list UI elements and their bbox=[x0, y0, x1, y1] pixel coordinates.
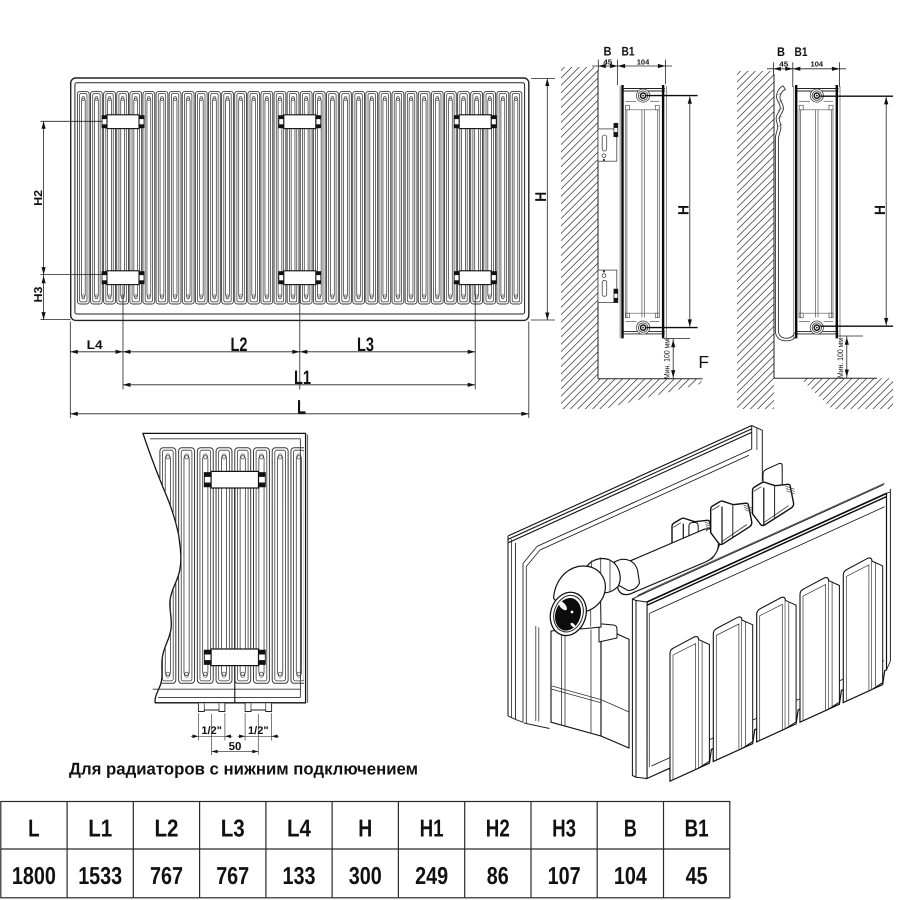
svg-text:H3: H3 bbox=[33, 287, 45, 303]
svg-text:Мин. 100 мм: Мин. 100 мм bbox=[836, 338, 845, 378]
svg-text:H: H bbox=[872, 205, 889, 215]
svg-text:104: 104 bbox=[614, 863, 647, 890]
svg-text:1800: 1800 bbox=[12, 863, 56, 890]
svg-text:F: F bbox=[698, 352, 709, 372]
svg-text:B: B bbox=[604, 44, 612, 58]
svg-text:86: 86 bbox=[487, 863, 509, 890]
svg-text:767: 767 bbox=[150, 863, 183, 890]
svg-text:249: 249 bbox=[415, 863, 448, 890]
svg-text:L4: L4 bbox=[287, 815, 311, 842]
svg-text:H1: H1 bbox=[420, 815, 444, 842]
svg-text:H: H bbox=[358, 815, 372, 842]
svg-text:300: 300 bbox=[349, 863, 382, 890]
svg-text:L3: L3 bbox=[221, 815, 245, 842]
svg-text:L: L bbox=[28, 815, 40, 842]
svg-text:H2: H2 bbox=[486, 815, 510, 842]
svg-text:B1: B1 bbox=[622, 44, 635, 58]
svg-text:104: 104 bbox=[811, 60, 824, 69]
svg-text:1533: 1533 bbox=[78, 863, 122, 890]
svg-text:133: 133 bbox=[283, 863, 316, 890]
svg-text:104: 104 bbox=[637, 58, 650, 67]
svg-text:45: 45 bbox=[686, 863, 708, 890]
svg-text:H: H bbox=[676, 205, 693, 215]
svg-text:45: 45 bbox=[603, 58, 612, 67]
svg-text:L1: L1 bbox=[88, 815, 112, 842]
svg-text:H3: H3 bbox=[552, 815, 576, 842]
svg-text:L3: L3 bbox=[357, 334, 374, 356]
svg-text:B1: B1 bbox=[795, 45, 808, 59]
svg-text:107: 107 bbox=[548, 863, 581, 890]
svg-text:L1: L1 bbox=[294, 367, 311, 389]
svg-text:L: L bbox=[297, 396, 306, 418]
svg-text:L2: L2 bbox=[155, 815, 179, 842]
svg-text:L2: L2 bbox=[231, 334, 248, 356]
svg-text:767: 767 bbox=[216, 863, 249, 890]
svg-text:Мин. 100 мм: Мин. 100 мм bbox=[663, 339, 672, 379]
svg-text:H: H bbox=[533, 192, 550, 202]
svg-text:B1: B1 bbox=[685, 815, 709, 842]
svg-text:H2: H2 bbox=[33, 190, 45, 206]
svg-text:B: B bbox=[777, 45, 785, 59]
svg-text:L4: L4 bbox=[87, 338, 103, 352]
svg-text:50: 50 bbox=[229, 741, 242, 753]
svg-text:B: B bbox=[624, 815, 637, 842]
svg-text:Для радиаторов с нижним подклю: Для радиаторов с нижним подключением bbox=[69, 759, 418, 778]
svg-text:45: 45 bbox=[779, 60, 788, 69]
